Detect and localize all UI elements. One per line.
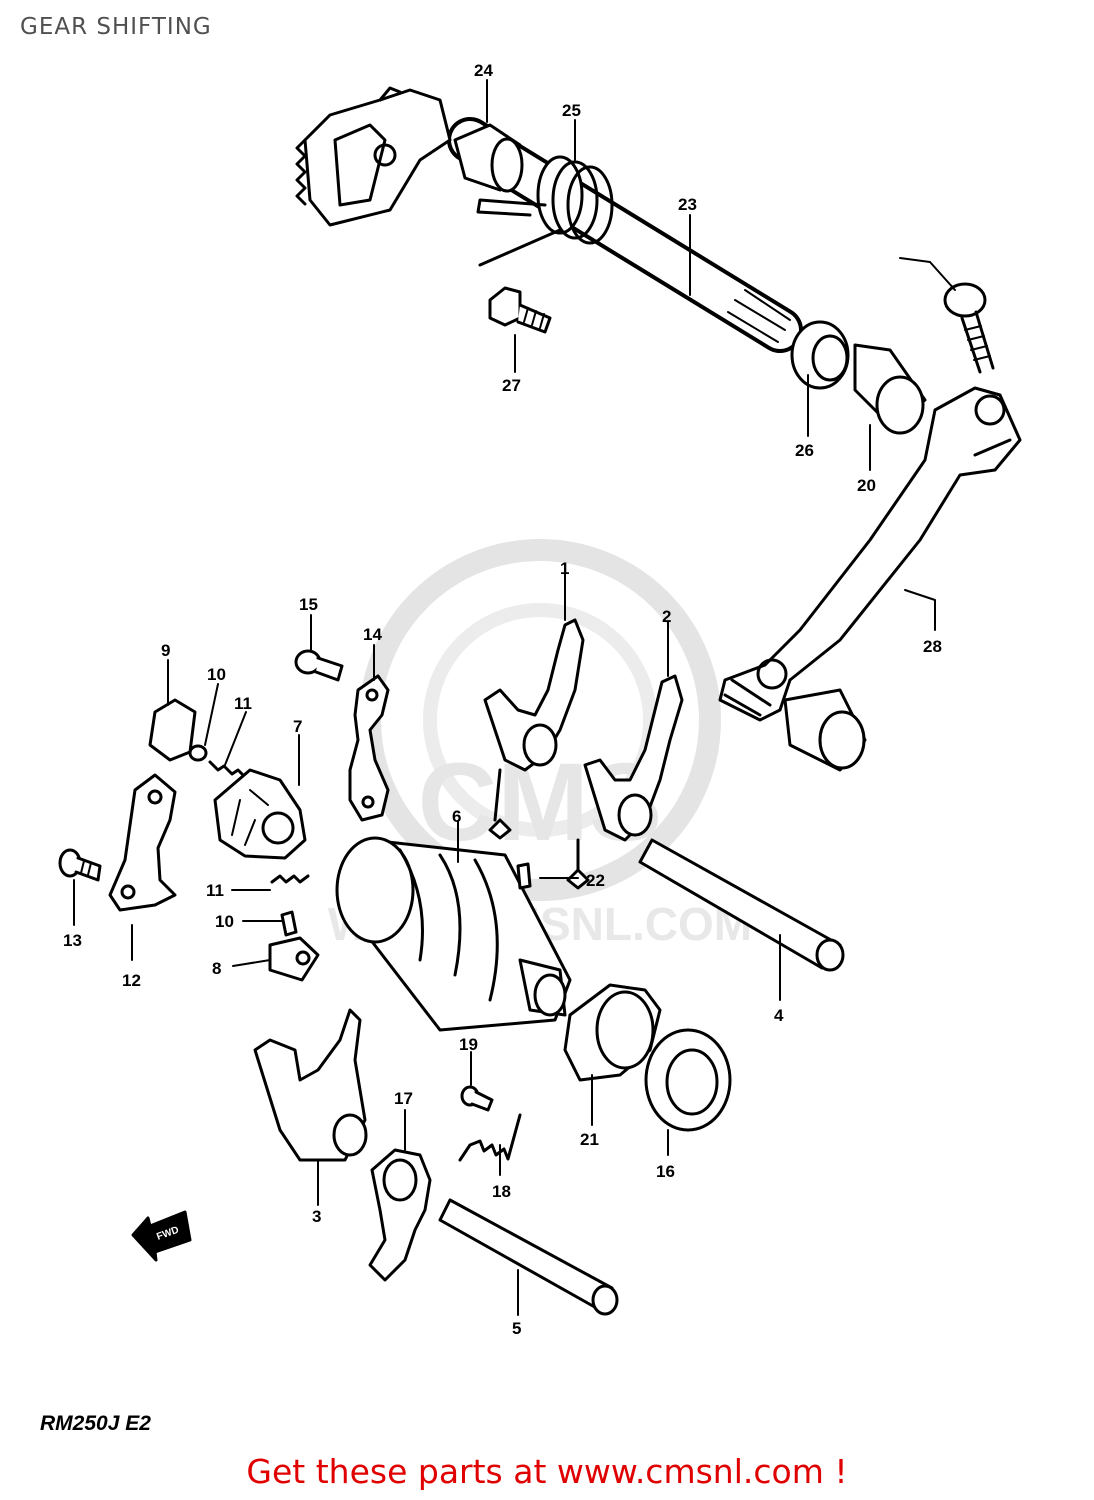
shift-arm-plate bbox=[295, 86, 452, 227]
part-label-5: 5 bbox=[512, 1319, 521, 1338]
cap-9 bbox=[148, 698, 197, 762]
part-label-13: 13 bbox=[63, 931, 82, 950]
part-label-25: 26 bbox=[795, 441, 814, 460]
part-label-23: 24 bbox=[474, 61, 493, 80]
part-label-20-upper: 20 bbox=[857, 476, 876, 495]
bolt-28 bbox=[943, 282, 995, 374]
fork-shaft-5 bbox=[438, 1198, 619, 1316]
shift-fork-2 bbox=[566, 674, 684, 890]
bearing-retainer-20-lower bbox=[563, 983, 662, 1082]
part-label-16: 16 bbox=[656, 1162, 675, 1181]
fwd-arrow-icon: FWD bbox=[131, 1210, 192, 1262]
screw-15 bbox=[294, 649, 344, 682]
part-label-3: 3 bbox=[312, 1207, 321, 1226]
cam-driven-gear-17 bbox=[368, 1148, 432, 1282]
part-label-10-upper: 10 bbox=[207, 665, 226, 684]
screw-13 bbox=[58, 848, 102, 882]
promo-link[interactable]: Get these parts at www.cmsnl.com ! bbox=[246, 1452, 848, 1491]
part-label-15: 15 bbox=[299, 595, 318, 614]
bushing-20-upper bbox=[853, 343, 927, 435]
part-label-10-lower: 10 bbox=[215, 912, 234, 931]
pin-10-upper bbox=[188, 744, 208, 762]
part-label-11-upper: 11 bbox=[234, 694, 252, 713]
bolt-19 bbox=[460, 1085, 494, 1112]
shift-fork-1 bbox=[483, 618, 585, 840]
part-label-22: 23 bbox=[678, 195, 697, 214]
part-label-6: 6 bbox=[452, 807, 461, 826]
bushing-23 bbox=[453, 123, 524, 193]
fork-shaft-4 bbox=[638, 838, 845, 972]
shift-fork-3 bbox=[253, 1008, 368, 1162]
part-label-18: 18 bbox=[492, 1182, 511, 1201]
part-label-27: 28 bbox=[923, 637, 942, 656]
part-label-12: 12 bbox=[122, 971, 141, 990]
part-label-24: 25 bbox=[562, 101, 581, 120]
part-label-9: 9 bbox=[161, 641, 170, 660]
part-label-7: 7 bbox=[293, 717, 302, 736]
part-label-19: 19 bbox=[459, 1035, 478, 1054]
part-labels: 24 25 23 27 26 20 28 1 2 15 14 9 10 11 7… bbox=[63, 61, 942, 1338]
dowel-pin-21 bbox=[516, 862, 532, 890]
part-label-21: 22 bbox=[586, 871, 605, 890]
leader-lines bbox=[73, 79, 956, 1316]
shift-drum-6 bbox=[335, 836, 572, 1032]
spring-11-lower bbox=[270, 874, 310, 884]
part-label-4: 4 bbox=[774, 1006, 784, 1025]
part-label-26: 27 bbox=[502, 376, 521, 395]
guide-plate-14 bbox=[348, 674, 390, 822]
spring-11-upper bbox=[208, 760, 248, 780]
part-label-2: 2 bbox=[662, 607, 671, 626]
part-label-17: 17 bbox=[394, 1089, 413, 1108]
return-spring-24 bbox=[476, 155, 614, 267]
model-code: RM250J E2 bbox=[40, 1412, 151, 1435]
part-label-14: 14 bbox=[363, 625, 382, 644]
part-label-11-lower: 11 bbox=[206, 881, 224, 900]
gearshift-cam-7 bbox=[213, 768, 307, 860]
part-label-8: 8 bbox=[212, 959, 221, 978]
oil-seal-25 bbox=[790, 320, 850, 390]
part-label-20-lower: 21 bbox=[580, 1130, 599, 1149]
stopper-plate-12 bbox=[108, 773, 177, 912]
gearshift-lever-27 bbox=[718, 386, 1022, 772]
bearing-16 bbox=[644, 1028, 732, 1132]
part-label-1: 1 bbox=[560, 559, 569, 578]
stopper-8 bbox=[268, 936, 320, 982]
spring-18 bbox=[458, 1113, 522, 1162]
pin-10-lower bbox=[280, 910, 298, 937]
page-title: GEAR SHIFTING bbox=[20, 14, 212, 40]
bolt-26 bbox=[488, 286, 552, 334]
